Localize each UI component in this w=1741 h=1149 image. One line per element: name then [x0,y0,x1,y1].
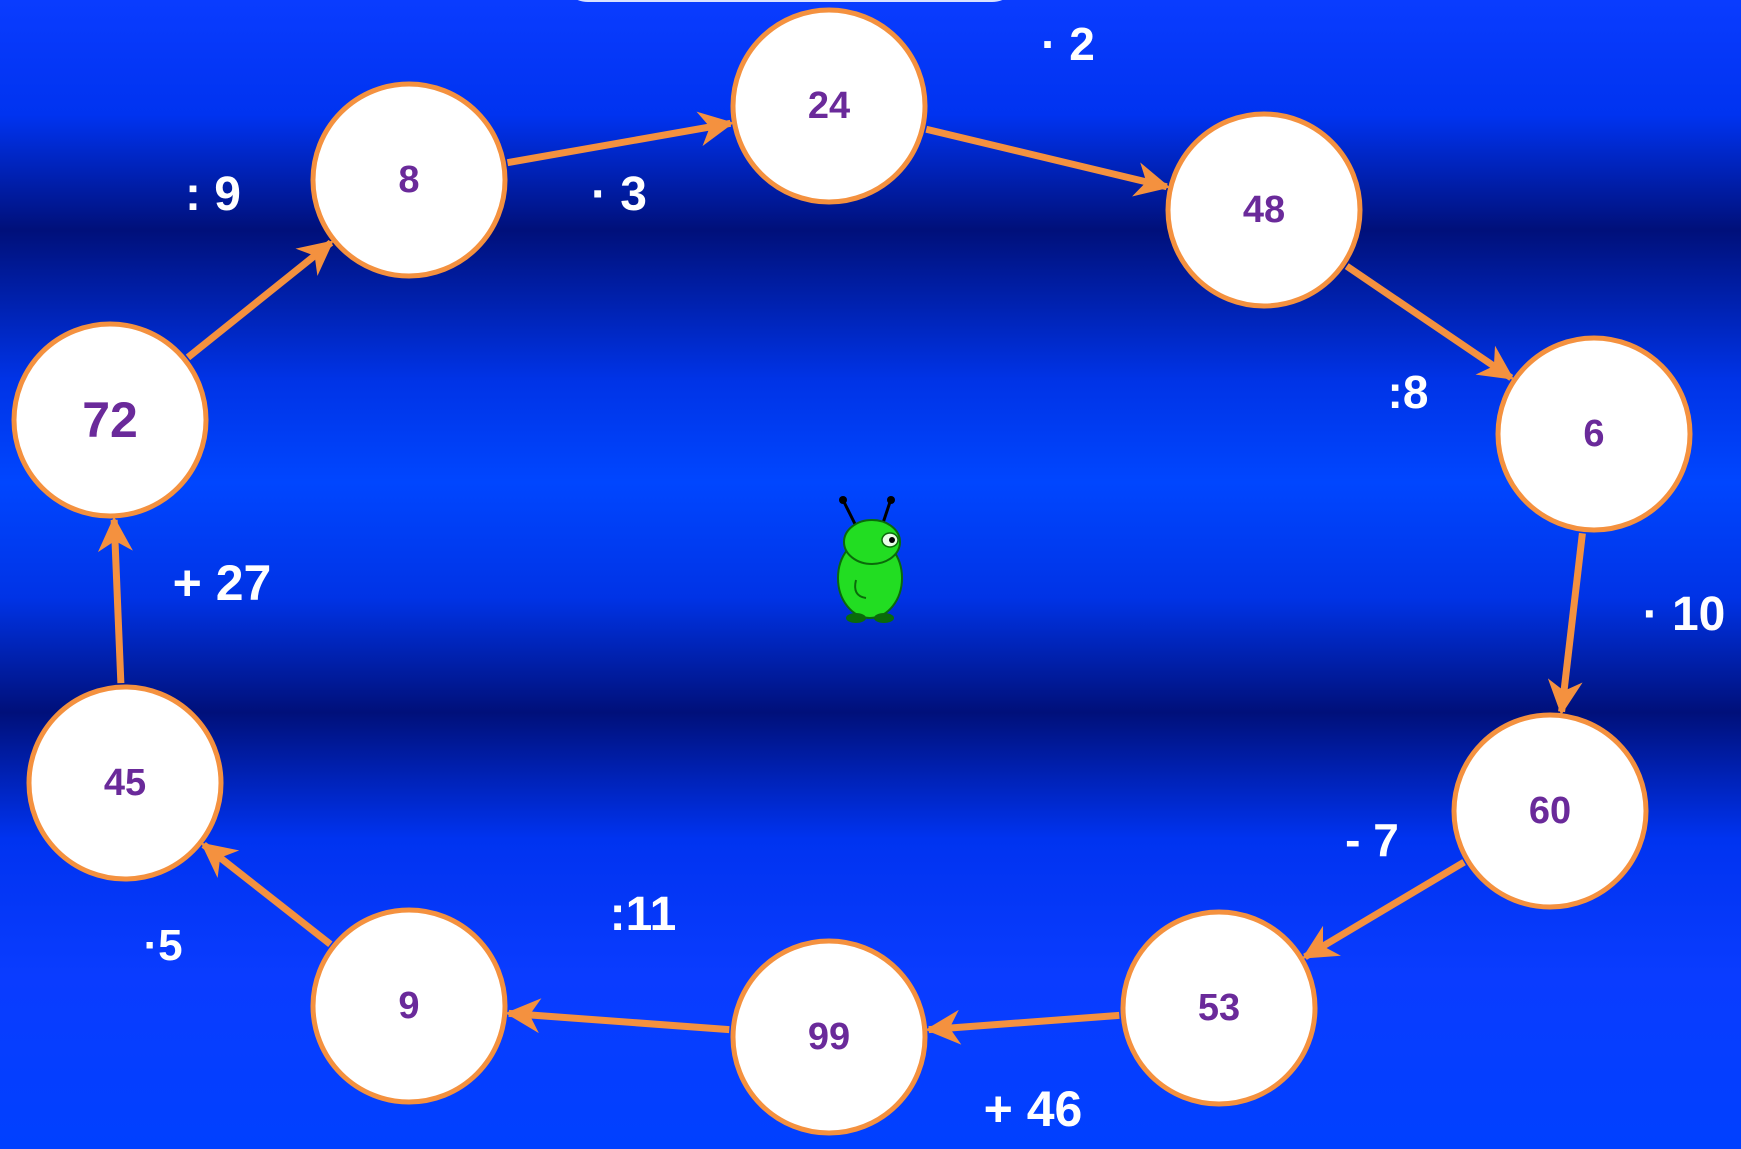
edge-arrow [507,123,730,162]
node-value: 72 [82,392,138,448]
edge-arrow [204,845,331,944]
node-value: 6 [1583,413,1604,455]
number-node: 6 [1498,338,1690,530]
operation-label: ·5 [143,921,182,970]
number-node: 48 [1168,114,1360,306]
node-value: 60 [1529,790,1571,832]
operation-label: + 27 [173,555,272,611]
node-value: 45 [104,762,146,804]
number-node: 8 [313,84,505,276]
edge-arrow [1305,862,1464,957]
edge-arrow [1347,266,1512,378]
operation-label: · 10 [1643,588,1726,641]
node-value: 48 [1243,189,1285,231]
node-value: 9 [398,985,419,1027]
number-node: 53 [1123,912,1315,1104]
number-node: 99 [733,941,925,1133]
edge-arrow [509,1013,730,1029]
edge-arrow [926,129,1166,186]
operation-label: · 3 [591,168,647,221]
operation-label: · 2 [1041,18,1095,70]
operation-label: :11 [610,888,677,941]
edge-arrow [1562,533,1583,711]
number-node: 45 [29,687,221,879]
number-node: 24 [733,10,925,202]
number-node: 60 [1454,715,1646,907]
green-alien-icon [838,496,902,623]
number-node: 72 [14,324,206,516]
node-value: 53 [1198,987,1240,1029]
edge-arrow [114,520,121,683]
operation-label: + 46 [984,1081,1083,1137]
number-node: 9 [313,910,505,1102]
operation-label: : 9 [185,168,241,221]
operation-label: :8 [1388,366,1429,418]
edge-arrow [929,1015,1120,1029]
operation-label: - 7 [1345,814,1399,866]
node-value: 8 [398,159,419,201]
node-value: 99 [808,1016,850,1058]
edge-arrow [188,243,331,358]
node-value: 24 [808,85,850,127]
